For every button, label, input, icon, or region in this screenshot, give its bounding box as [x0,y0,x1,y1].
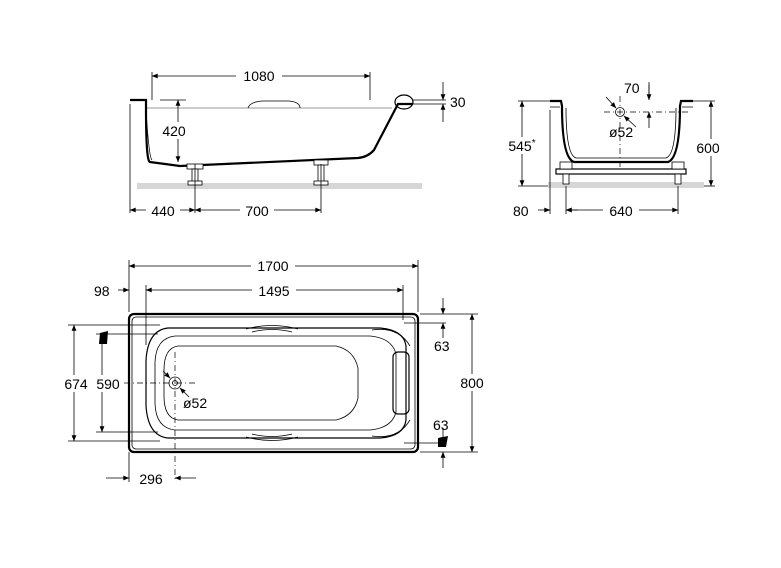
end-view-drain [615,107,625,117]
plan-view-drain-offset-dim: 296 [139,471,163,487]
side-view-rim-dim: 30 [450,94,466,110]
side-view-end-dim: 440 [151,203,175,219]
end-view-base-frame [555,168,687,175]
plan-view-grip-top [245,325,299,330]
end-view-leg-left [559,161,573,185]
side-view-legs-dim: 700 [245,203,269,219]
plan-view-overall-width-dim: 800 [460,375,484,391]
plan-view-drain-dia-dim: ø52 [183,395,207,411]
plan-view-bottom-width-dim: 590 [96,376,120,392]
plan-view-inner-offset-dim: 98 [94,283,110,299]
plan-view-overall-length-dim: 1700 [257,258,288,274]
plan-view: ø52 1700 98 1495 674 590 800 [60,257,490,487]
end-view-legs-dim: 640 [609,203,633,219]
side-view: 1080 420 30 440 700 [129,67,466,219]
end-view-height-dim: 545* [508,138,535,154]
end-view-leg-right [671,161,685,185]
side-view-floor [137,183,422,189]
end-view: ø52 70 545* 600 80 640 [504,80,727,219]
end-view-drain-offset-dim: 70 [624,80,640,96]
plan-view-headrest [392,351,410,415]
end-view-tub-outline [550,99,693,164]
plan-view-basin-bottom [163,345,359,421]
side-view-tub-outline [130,98,413,168]
plan-view-bottom-rim-dim: 63 [433,417,449,433]
plan-view-top-rim-dim: 63 [434,338,450,354]
side-view-height-dim: 420 [162,123,186,139]
side-view-length-dim: 1080 [243,68,274,84]
end-view-base-offset-dim: 80 [513,203,529,219]
end-view-floor [548,182,704,188]
side-view-headrest [394,94,414,110]
end-view-drain-dia-dim: ø52 [609,124,633,140]
plan-view-grip-bottom [245,436,299,441]
end-view-height-mark: * [532,138,536,149]
end-view-total-height-dim: 600 [696,140,720,156]
plan-view-inner-length-dim: 1495 [258,283,289,299]
plan-view-inner-width-dim: 674 [64,376,88,392]
